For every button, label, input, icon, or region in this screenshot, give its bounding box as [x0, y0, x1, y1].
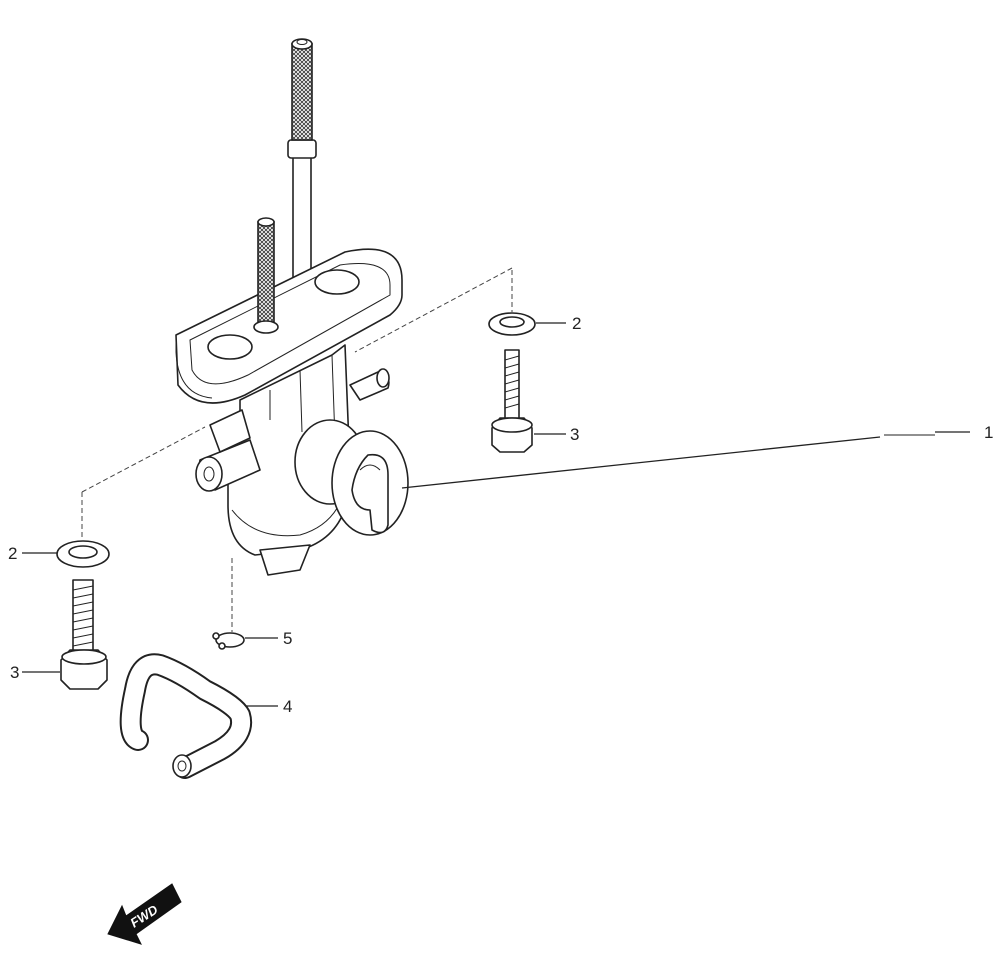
callout-5-label: 5 [283, 629, 292, 648]
hose [119, 653, 252, 779]
bolt-left [60, 579, 108, 690]
leader-lines [22, 322, 970, 707]
callout-3-left-label: 3 [10, 663, 19, 682]
short-strainer-tube [253, 217, 279, 334]
callout-2-right-label: 2 [572, 314, 581, 333]
bolt-right [491, 349, 533, 453]
washer-right [488, 312, 536, 336]
washer-left [56, 540, 110, 568]
callout-2-left-label: 2 [8, 544, 17, 563]
clip [212, 632, 245, 650]
fwd-arrow-icon: FWD [107, 883, 182, 945]
assembly-lines [81, 267, 513, 632]
long-strainer-tube [287, 38, 317, 306]
mounting-flange [175, 248, 403, 404]
fuel-cock [175, 38, 409, 576]
callout-4-label: 4 [283, 697, 292, 716]
callout-1-label: 1 [984, 423, 993, 442]
valve-body [195, 344, 409, 576]
callout-3-right-label: 3 [570, 425, 579, 444]
